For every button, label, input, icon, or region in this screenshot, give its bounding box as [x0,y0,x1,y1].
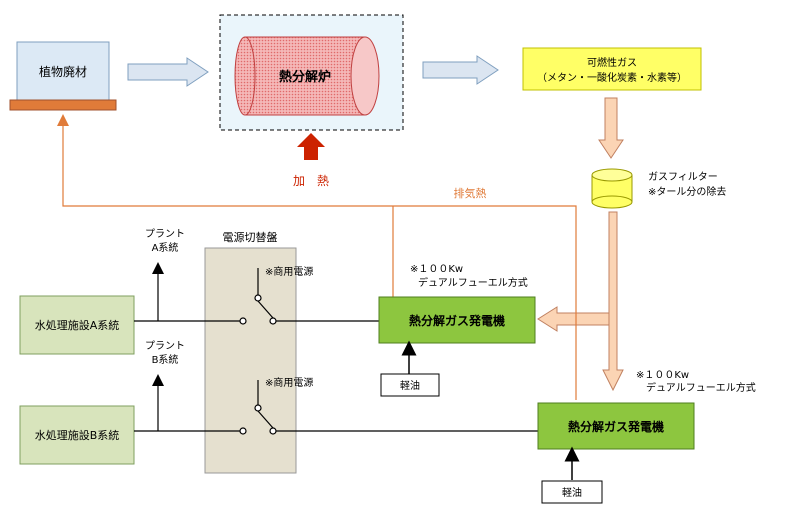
diesel-a-node: 軽油 [380,340,440,397]
generator-a-node: 熱分解ガス発電機 ※１００Kw デュアルフューエル方式 [378,264,536,344]
gas-filter-node: ガスフィルター ※タール分の除去 [591,168,726,209]
generator-b-label: 熱分解ガス発電機 [568,419,664,434]
gas-filter-label: ガスフィルター [648,171,718,183]
plant-waste-node: 植物廃材 [9,41,117,111]
diesel-a-label: 軽油 [400,379,420,392]
plant-a-system: A系統 [152,241,179,254]
generator-b-type: デュアルフューエル方式 [646,381,756,394]
generator-b-node: 熱分解ガス発電機 ※１００Kw デュアルフューエル方式 [537,370,756,450]
plant-waste-label: 植物廃材 [39,64,87,79]
generator-a-spec: ※１００Kw [410,264,463,275]
plant-b-label: プラント [145,340,185,352]
exhaust-heat-pipe [57,114,577,400]
power-line-b [134,374,538,432]
water-treatment-a-node: 水処理施設A系統 [19,295,135,355]
plant-b-system: B系統 [152,353,179,366]
plant-a-label: プラント [145,228,185,240]
switchboard-label: 電源切替盤 [223,230,278,244]
arrow-furnace-to-gas [422,55,499,85]
combustible-gas-detail: （メタン・一酸化炭素・水素等） [537,71,687,84]
generator-b-spec: ※１００Kw [636,370,689,381]
exhaust-heat-label: 排気熱 [454,186,487,200]
heating-label: 加 熱 [293,174,329,188]
arrow-waste-to-furnace [127,57,209,87]
diesel-b-node: 軽油 [541,446,603,504]
commercial-power-a-label: ※商用電源 [265,265,313,278]
arrow-gas-to-filter [598,97,624,159]
pyrolysis-furnace-label: 熱分解炉 [279,69,331,85]
commercial-power-b-label: ※商用電源 [265,376,313,389]
pyrolysis-furnace-node: 熱分解炉 [219,14,404,131]
power-line-a [134,262,379,322]
diesel-b-label: 軽油 [562,486,582,499]
switchboard-node: 電源切替盤 ※商用電源 ※商用電源 [204,230,313,474]
arrow-filter-to-generator-b [602,211,624,392]
water-treatment-a-label: 水処理施設A系統 [35,318,120,332]
gas-filter-note: ※タール分の除去 [648,185,726,198]
heating-arrow: 加 熱 [293,133,329,188]
combustible-gas-node: 可燃性ガス （メタン・一酸化炭素・水素等） [522,47,702,91]
generator-a-label: 熱分解ガス発電機 [409,313,505,328]
combustible-gas-title: 可燃性ガス [587,56,637,69]
generator-a-type: デュアルフューエル方式 [418,276,528,289]
arrow-filter-to-generator-a [537,306,610,332]
water-treatment-b-node: 水処理施設B系統 [19,405,135,465]
water-treatment-b-label: 水処理施設B系統 [35,428,120,442]
switch-a [239,268,277,325]
